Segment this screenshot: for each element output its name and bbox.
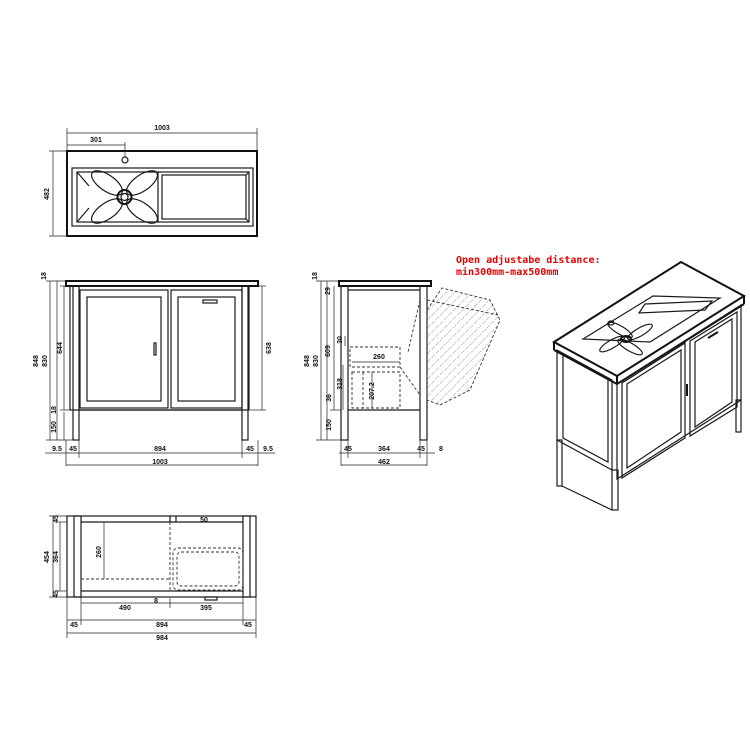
isometric-view	[552, 260, 746, 511]
side-top-thickness-label: 18	[312, 272, 319, 280]
front-height-body-label: 830	[42, 355, 49, 367]
plan-depth-total-label: 454	[44, 551, 51, 563]
side-height-body-label: 830	[313, 355, 320, 367]
side-shelf-width-label: 260	[373, 354, 385, 361]
side-height-total-label: 848	[304, 355, 311, 367]
front-overhang-right-label: 9.5	[263, 446, 273, 453]
plan-left-section-label: 490	[119, 605, 131, 612]
side-depth-label: 462	[378, 459, 390, 466]
tap-offset-label: 301	[90, 137, 102, 144]
front-inner-width-label: 894	[154, 446, 166, 453]
tap-hole-icon	[121, 156, 129, 164]
basin-flower	[90, 170, 159, 224]
top-depth-label: 482	[44, 188, 51, 200]
open-distance-note: Open adjustabe distance: min300mm-max500…	[456, 255, 601, 279]
front-height-total-label: 848	[33, 355, 40, 367]
front-top-thickness-label: 18	[41, 272, 48, 280]
front-leg-left-label: 45	[69, 446, 77, 453]
plan-rail-top-label: 45	[53, 515, 60, 523]
plan-rail-bottom-label: 45	[53, 590, 60, 598]
front-overhang-left-label: 9.5	[52, 446, 62, 453]
front-view: 18 848 830 644 18 150 638 9.5 45 894 45 …	[33, 272, 275, 466]
drain-icon	[116, 189, 133, 205]
plan-depth-inner-label: 364	[53, 551, 60, 563]
plan-width-label: 984	[156, 635, 168, 642]
side-upper-gap-label: 29	[325, 287, 332, 295]
side-drawer-height-label: 207.2	[369, 382, 376, 400]
top-view: 1003 301 482	[44, 125, 258, 237]
front-width-label: 1003	[152, 459, 168, 466]
plan-view: 454 364 45 45 260 50 490 8 395 45 894 45…	[44, 515, 257, 642]
plan-leg-left-label: 45	[70, 622, 78, 629]
front-leg-height-label: 150	[51, 421, 58, 433]
plan-leg-right-label: 45	[244, 622, 252, 629]
plan-inner-width-label: 894	[156, 622, 168, 629]
side-inner-depth-label: 364	[378, 446, 390, 453]
plan-right-section-label: 395	[200, 605, 212, 612]
side-leg-height-label: 150	[326, 419, 333, 431]
note-line-2: min300mm-max500mm	[456, 267, 559, 278]
side-inner-height-label: 609	[325, 345, 332, 357]
side-view: 18 848 830 29 609 30 260 318 207.2 36 15…	[304, 272, 501, 466]
plan-shelf-depth-label: 260	[96, 546, 103, 558]
side-shelf-rail-label: 30	[337, 336, 344, 344]
plan-partition-label: 50	[200, 517, 208, 524]
front-side-height-label: 638	[266, 342, 273, 354]
side-lower-height-label: 318	[337, 378, 344, 390]
front-door-height-label: 644	[57, 342, 64, 354]
front-rail-label: 18	[51, 406, 58, 414]
note-line-1: Open adjustabe distance:	[456, 255, 601, 266]
side-back-gap-label: 8	[439, 446, 443, 453]
top-width-label: 1003	[154, 125, 170, 132]
door-handle-icon	[153, 342, 157, 356]
side-base-rail-label: 36	[326, 394, 333, 402]
side-leg-right-label: 45	[417, 446, 425, 453]
iso-drawer-handle-icon	[707, 331, 719, 339]
side-leg-left-label: 45	[344, 446, 352, 453]
drawer-handle-icon	[202, 299, 218, 304]
plan-gap-label: 8	[154, 598, 158, 605]
plan-handle-icon	[204, 596, 218, 601]
open-drawer-hatch	[426, 287, 501, 406]
iso-countertop	[552, 260, 746, 378]
front-leg-right-label: 45	[246, 446, 254, 453]
